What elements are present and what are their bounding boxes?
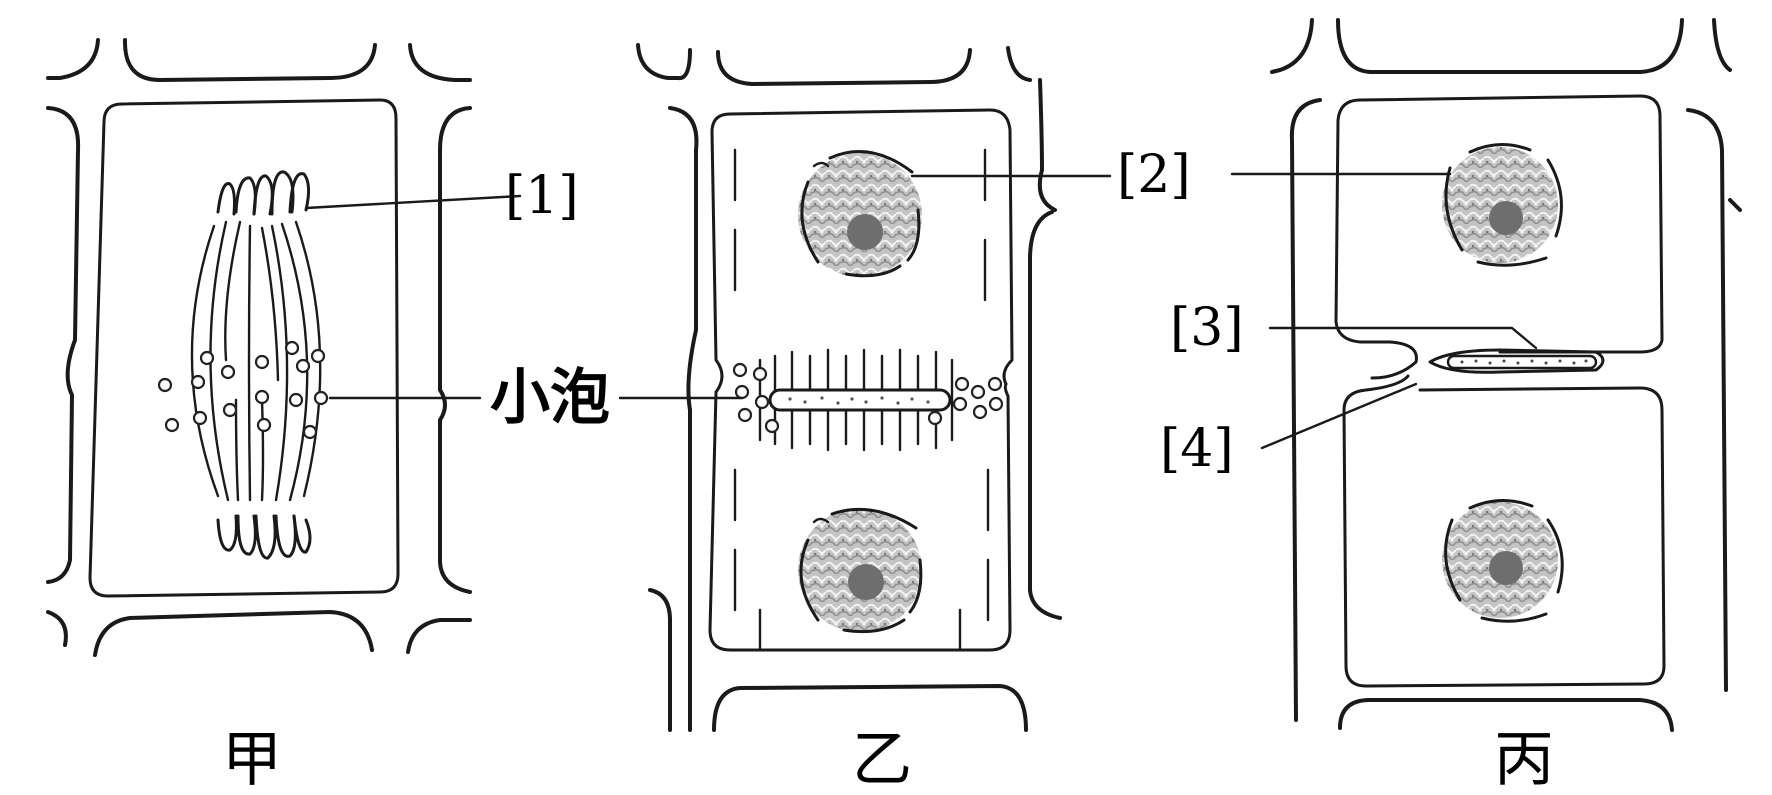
caption-yi: 乙 xyxy=(852,725,912,790)
panel-yi xyxy=(636,43,1062,732)
cell-membrane-upper xyxy=(728,108,1014,386)
label-1: [1] xyxy=(505,166,579,226)
caption-jia: 甲 xyxy=(222,725,282,790)
leader-1 xyxy=(304,194,522,210)
leader-4 xyxy=(1260,382,1418,450)
vesicles-equator xyxy=(157,340,329,440)
label-4: [4] xyxy=(1160,419,1234,479)
chromosomes-bottom xyxy=(216,514,312,560)
leader-lines xyxy=(304,172,1538,450)
labels: [1] 小泡 [2] [3] [4] 甲 乙 丙 xyxy=(222,145,1554,795)
panel-jia xyxy=(46,38,472,657)
cell-membrane-lower xyxy=(708,382,1012,652)
nucleus-top xyxy=(798,150,922,278)
cell-membrane xyxy=(88,98,400,598)
vesicles-plate xyxy=(732,362,1004,434)
label-vesicle: 小泡 xyxy=(490,363,610,433)
panel-bing xyxy=(1270,18,1742,732)
cell-membrane-left xyxy=(710,112,732,394)
cell-plate xyxy=(1428,348,1605,374)
caption-bing: 丙 xyxy=(1494,725,1554,790)
nucleus-top xyxy=(1442,143,1563,267)
nucleus-bottom xyxy=(798,507,923,634)
cell-plate-forming xyxy=(758,348,954,452)
chromosomes-top xyxy=(216,170,311,216)
label-2: [2] xyxy=(1117,145,1191,205)
leader-3 xyxy=(1268,326,1538,350)
neighbor-cell-walls xyxy=(46,38,472,657)
cell-membrane-upper xyxy=(1358,94,1664,354)
label-3: [3] xyxy=(1170,298,1244,358)
dashed-fibers xyxy=(733,148,990,652)
neighbor-cell-walls xyxy=(1270,18,1742,732)
nucleus-bottom xyxy=(1442,498,1564,623)
membrane-fold xyxy=(1370,340,1418,380)
cell-membrane-upper-left xyxy=(1334,98,1392,344)
cell-membrane-lower xyxy=(1342,374,1666,688)
